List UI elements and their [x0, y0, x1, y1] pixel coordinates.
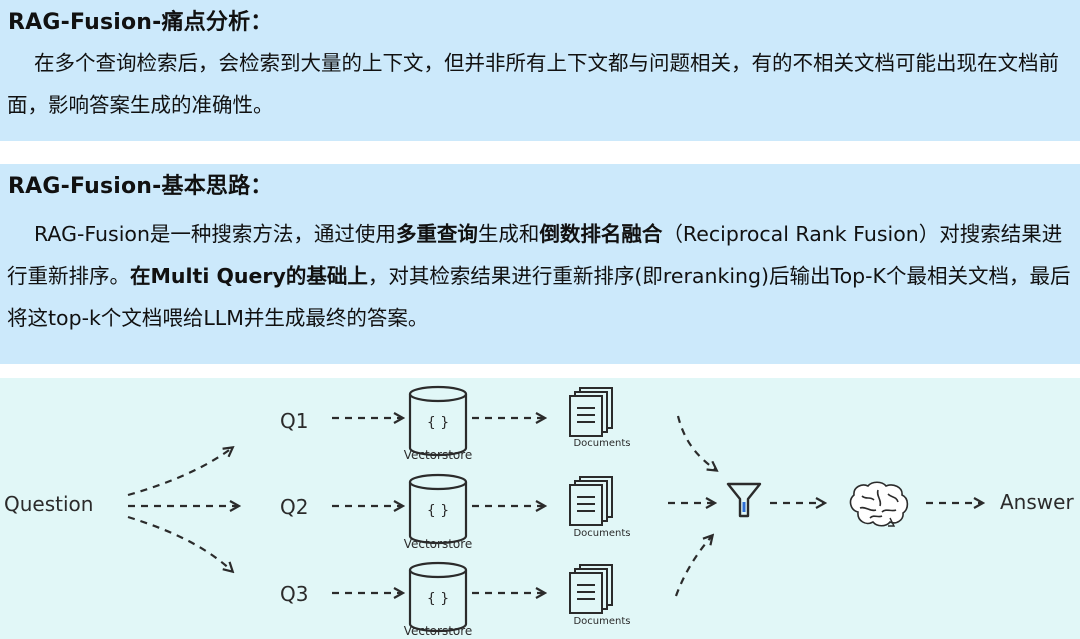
documents-label: Documents: [573, 528, 630, 539]
vectorstore-glyph: { }: [427, 415, 449, 431]
basic-idea-text-part: （Reciprocal Rank Fusion）对搜索结果进行重新排序。: [7, 222, 1063, 288]
question-label: Question: [4, 492, 93, 516]
documents-label: Documents: [573, 616, 630, 627]
vectorstore-glyph: { }: [427, 503, 449, 519]
brain-icon: [849, 481, 909, 527]
database-icon: { }: [408, 561, 468, 633]
vectorstore-glyph: { }: [427, 591, 449, 607]
arrow-docs3-filter: [674, 536, 712, 597]
basic-idea-text-part: ，对其检索结果进行重新排序(即reranking)后输出Top-K个最相关文档，…: [7, 264, 1071, 330]
vectorstore-label: Vectorstore: [404, 448, 473, 462]
answer-label: Answer: [1000, 490, 1074, 514]
arrow-docs1-filter: [676, 415, 716, 470]
basic-idea-bold-rrf: 倒数排名融合: [539, 222, 663, 246]
basic-idea-text-part: 生成和: [477, 222, 540, 246]
basic-idea-panel: RAG-Fusion-基本思路： RAG-Fusion是一种搜索方法，通过使用多…: [0, 164, 1080, 364]
pain-point-text: 在多个查询检索后，会检索到大量的上下文，但并非所有上下文都与问题相关，有的不相关…: [7, 51, 1059, 117]
database-icon: { }: [408, 473, 468, 545]
basic-idea-text: RAG-Fusion是一种搜索方法，通过使用多重查询生成和倒数排名融合（Reci…: [7, 213, 1073, 339]
basic-idea-bold-multi-query-basis: 在Multi Query的基础上: [130, 264, 368, 288]
arrow-question-q3: [127, 515, 232, 571]
flow-diagram-panel: Question Q1 Q2 Q3 { } Vectorstore { } Ve…: [0, 378, 1080, 639]
arrow-question-q1: [127, 448, 232, 497]
filter-icon: [726, 482, 762, 518]
vectorstore-label: Vectorstore: [404, 537, 473, 551]
pain-point-title: RAG-Fusion-痛点分析：: [8, 10, 273, 35]
dashed-arrows: [127, 415, 982, 597]
documents-label: Documents: [573, 438, 630, 449]
query-label-q2: Q2: [280, 495, 308, 519]
basic-idea-title: RAG-Fusion-基本思路：: [8, 174, 273, 199]
vectorstore-label: Vectorstore: [404, 624, 473, 638]
basic-idea-bold-multi-query: 多重查询: [395, 222, 478, 246]
basic-idea-text-part: RAG-Fusion是一种搜索方法，通过使用: [34, 222, 396, 246]
documents-icon: [569, 387, 613, 437]
pain-point-panel: RAG-Fusion-痛点分析： 在多个查询检索后，会检索到大量的上下文，但并非…: [0, 0, 1080, 141]
query-label-q1: Q1: [280, 409, 308, 433]
flow-diagram: Question Q1 Q2 Q3 { } Vectorstore { } Ve…: [4, 385, 1074, 638]
documents-icon: [569, 564, 613, 614]
database-icon: { }: [408, 385, 468, 457]
query-label-q3: Q3: [280, 582, 308, 606]
documents-icon: [569, 476, 613, 526]
